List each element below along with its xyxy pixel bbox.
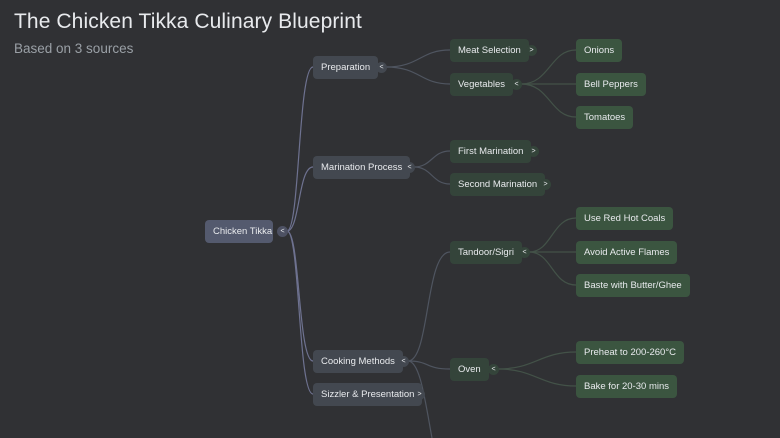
- collapse-toggle-icon[interactable]: <: [398, 356, 409, 367]
- node-marination-process[interactable]: Marination Process: [313, 156, 411, 179]
- node-label: Second Marination: [458, 179, 538, 190]
- node-label: Sizzler & Presentation: [321, 389, 415, 400]
- node-label: Bake for 20-30 mins: [584, 381, 670, 392]
- mindmap-root-node[interactable]: Chicken Tikka: [205, 220, 273, 243]
- node-use-red-hot-coals[interactable]: Use Red Hot Coals: [576, 207, 674, 230]
- node-label: First Marination: [458, 146, 524, 157]
- node-first-marination[interactable]: First Marination: [450, 140, 532, 163]
- page-title: The Chicken Tikka Culinary Blueprint: [14, 10, 362, 33]
- sources-subtitle: Based on 3 sources: [14, 41, 134, 56]
- collapse-toggle-icon[interactable]: <: [511, 79, 522, 90]
- node-meat-selection[interactable]: Meat Selection: [450, 39, 529, 62]
- node-label: Baste with Butter/Ghee: [584, 280, 682, 291]
- collapse-toggle-icon[interactable]: <: [519, 247, 530, 258]
- node-tomatoes[interactable]: Tomatoes: [576, 106, 634, 129]
- node-tandoor-sigri[interactable]: Tandoor/Sigri: [450, 241, 522, 264]
- expand-toggle-icon[interactable]: >: [540, 179, 551, 190]
- collapse-toggle-icon[interactable]: <: [404, 162, 415, 173]
- node-vegetables[interactable]: Vegetables: [450, 73, 514, 96]
- node-preheat-oven[interactable]: Preheat to 200-260°C: [576, 341, 684, 364]
- node-label: Cooking Methods: [321, 356, 395, 367]
- node-label: Chicken Tikka: [213, 226, 273, 237]
- node-second-marination[interactable]: Second Marination: [450, 173, 546, 196]
- expand-toggle-icon[interactable]: >: [528, 146, 539, 157]
- node-label: Bell Peppers: [584, 79, 638, 90]
- node-label: Onions: [584, 45, 615, 56]
- collapse-toggle-icon[interactable]: <: [277, 226, 288, 237]
- node-bake-duration[interactable]: Bake for 20-30 mins: [576, 375, 678, 398]
- node-cooking-methods[interactable]: Cooking Methods: [313, 350, 403, 373]
- node-label: Tandoor/Sigri: [458, 247, 514, 258]
- expand-toggle-icon[interactable]: >: [414, 389, 425, 400]
- node-bell-peppers[interactable]: Bell Peppers: [576, 73, 646, 96]
- collapse-toggle-icon[interactable]: <: [376, 62, 387, 73]
- node-label: Oven: [458, 364, 481, 375]
- node-label: Preparation: [321, 62, 371, 73]
- node-label: Meat Selection: [458, 45, 521, 56]
- node-preparation[interactable]: Preparation: [313, 56, 379, 79]
- node-onions[interactable]: Onions: [576, 39, 623, 62]
- expand-toggle-icon[interactable]: >: [526, 45, 537, 56]
- node-label: Use Red Hot Coals: [584, 213, 666, 224]
- node-avoid-active-flames[interactable]: Avoid Active Flames: [576, 241, 678, 264]
- collapse-toggle-icon[interactable]: <: [488, 364, 499, 375]
- node-label: Vegetables: [458, 79, 506, 90]
- node-label: Marination Process: [321, 162, 403, 173]
- node-label: Tomatoes: [584, 112, 626, 123]
- node-label: Preheat to 200-260°C: [584, 347, 676, 358]
- node-baste-with-butter-ghee[interactable]: Baste with Butter/Ghee: [576, 274, 690, 297]
- node-label: Avoid Active Flames: [584, 247, 670, 258]
- node-sizzler-presentation[interactable]: Sizzler & Presentation: [313, 383, 423, 406]
- node-oven[interactable]: Oven: [450, 358, 489, 381]
